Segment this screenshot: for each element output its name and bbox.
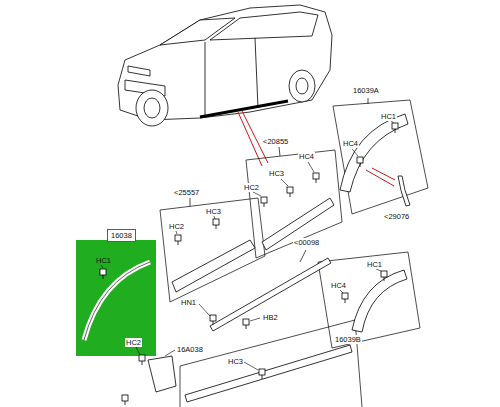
callout-number: HC4 [330, 281, 347, 290]
callout-number: HC2 [125, 338, 142, 347]
callout-number: <00098 [293, 238, 320, 247]
callout-number: HC1 [380, 112, 397, 121]
callout-number: HC4 [342, 139, 359, 148]
callout-number: HC3 [268, 169, 285, 178]
callout-number: HC1 [366, 260, 383, 269]
part-number: 16038 [111, 231, 132, 240]
callout-number: <20855 [262, 137, 289, 146]
callout-number: HC3 [205, 207, 222, 216]
part-number-box: 16038 [107, 229, 136, 242]
callout-number: 16A038 [176, 345, 204, 354]
callout-number: HC4 [298, 152, 315, 161]
callout-number: <29076 [383, 212, 410, 221]
callout-number: HN1 [180, 298, 197, 307]
callout-number: <25557 [173, 188, 200, 197]
callout-number: HC1 [95, 256, 112, 265]
callout-number: 16039B [334, 335, 362, 344]
callout-number: HC3 [227, 357, 244, 366]
callout-number: HC2 [243, 183, 260, 192]
callout-number: HB2 [262, 313, 279, 322]
callout-number: 16039A [352, 86, 380, 95]
callout-number: HC2 [168, 222, 185, 231]
